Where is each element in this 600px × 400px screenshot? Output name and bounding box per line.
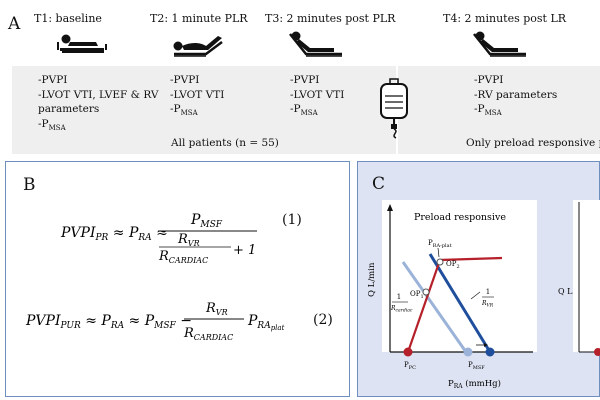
panel-c: C Q L Preload responsive PRA-plat OP2 [357,161,600,397]
params-t4: -PVPI -RV parameters -PMSA [474,73,557,121]
svg-text:RCARDIAC: RCARDIAC [158,249,208,265]
patient-semirecumbent-icon [289,31,342,57]
patient-semirecumbent-icon [473,31,526,57]
svg-text:RVR: RVR [205,301,228,317]
y-axis-arrow [387,204,393,211]
params-t3: -PVPI -LVOT VTI -PMSA [290,73,344,121]
svg-text:RCARDIAC: RCARDIAC [183,326,233,342]
svg-text:PRAplat: PRAplat [247,313,285,332]
patient-legs-raised-icon [173,36,223,57]
panel-a-letter: A [8,14,21,34]
stage-label-t2: T2: 1 minute PLR [150,12,248,25]
params-t2: -PVPI -LVOT VTI -PMSA [170,73,224,121]
patient-supine-icon [57,34,107,53]
inv-rvr-den: RVR [481,300,494,309]
plot-area [382,200,537,352]
all-patients-band [12,66,396,154]
second-plot-area [573,200,600,352]
op2-label: OP2 [446,260,460,270]
svg-text:+ 1: + 1 [233,243,256,258]
stage-label-t1: T1: baseline [34,12,102,25]
panel-b-letter: B [23,175,36,195]
param-line: parameters [38,103,100,115]
param-line: -PMSA [170,103,198,118]
svg-text:PMSF: PMSF [190,212,223,230]
param-line: -PVPI [290,74,320,86]
all-patients-note: All patients (n = 55) [171,137,279,149]
param-line: -RV parameters [474,88,558,101]
responsive-only-note: Only preload responsive patie [466,137,600,149]
x-axis-label: PRA (mmHg) [448,378,501,390]
param-line: -LVOT VTI [290,88,345,101]
param-line: -LVOT VTI [170,88,225,101]
plot-title: Preload responsive [414,212,506,223]
equation-1: PVPIPR ≈ PRA ≈ PMSF RVR RCARDIAC + 1 [60,204,291,265]
inv-rvr-num: 1 [486,288,490,296]
param-line: -PVPI [170,74,200,86]
params-t1: -PVPI -LVOT VTI, LVEF & RV parameters -P… [38,73,158,135]
svg-text:PVPIPUR ≈ PRA ≈ PMSF −: PVPIPUR ≈ PRA ≈ PMSF − [25,313,192,331]
iv-fluid-bag-icon [380,78,408,139]
equation-2-number: (2) [313,312,333,328]
equation-2: PVPIPUR ≈ PRA ≈ PMSF − RVR RCARDIAC PRAp… [25,292,296,352]
venous-return-line-baseline [401,261,468,353]
y-axis-label: Q L/min [367,262,377,297]
p-pc-label: PPC [404,361,416,371]
equation-1-number: (1) [282,212,302,228]
inv-rcardiac-den: Rcardiac [390,305,413,314]
second-plot-y-label: Q L [558,287,573,296]
op2-point [436,258,444,266]
stage-label-t4: T4: 2 minutes post LR [443,12,567,25]
venous-return-cardiac-function-plot: Q L Preload responsive PRA-plat OP2 OP1 … [367,200,600,390]
op1-label: OP1 [410,290,424,300]
p-ra-plat-label: PRA-plat [428,239,452,249]
inv-rcardiac-num: 1 [397,293,401,301]
p-pc-point [403,347,413,357]
panel-b: B PVPIPR ≈ PRA ≈ PMSF RVR RCARDIAC + 1 (… [5,161,350,397]
svg-text:PVPIPR ≈ PRA ≈: PVPIPR ≈ PRA ≈ [60,225,168,243]
param-line: -PVPI [38,74,68,86]
param-line: -PMSA [474,103,502,118]
param-line: -PMSA [290,103,318,118]
param-line: -PVPI [474,74,504,86]
panel-a: A T1: baseline T2: 1 minute PLR T3: 2 mi… [0,0,600,157]
panel-c-letter: C [372,174,386,194]
param-line: -PMSA [38,117,66,132]
svg-text:RVR: RVR [177,232,200,248]
second-plot-p-pc-point [594,348,600,356]
param-line: -LVOT VTI, LVEF & RV [38,88,159,101]
responsive-band [398,66,600,154]
venous-return-line-increased [428,253,492,353]
op1-point [422,288,430,296]
p-msf-label: PMSF [468,361,485,371]
p-msf-increased-point [485,347,495,357]
p-msf-baseline-point [463,347,473,357]
stage-label-t3: T3: 2 minutes post PLR [265,12,396,25]
